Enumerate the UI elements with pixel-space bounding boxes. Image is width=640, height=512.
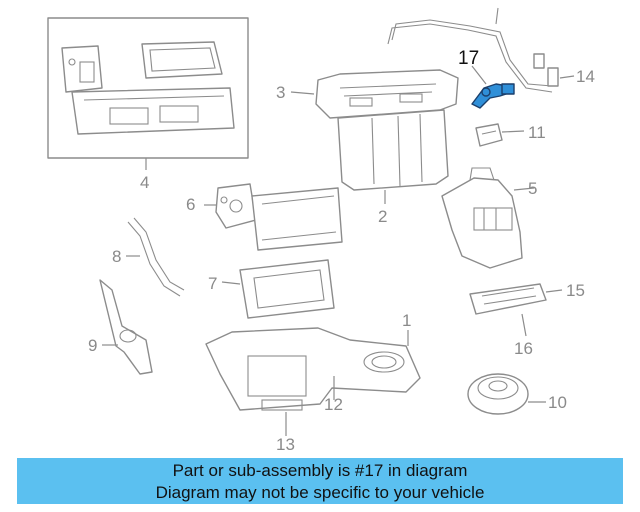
callout-12: 12 [324, 395, 343, 414]
part-12-lower-case [205, 327, 421, 411]
part-5-blower-housing [441, 167, 523, 269]
part-8-hose [127, 217, 185, 297]
part-15-filter-door [469, 283, 547, 315]
callout-16: 16 [514, 339, 533, 358]
callout-15: 15 [566, 281, 585, 300]
caption-line-2: Diagram may not be specific to your vehi… [155, 483, 485, 502]
parts-diagram: 1 2 3 4 5 6 7 8 9 10 11 12 13 14 15 16 1… [47, 7, 595, 454]
callout-14: 14 [576, 67, 595, 86]
part-7-heater-core [239, 259, 335, 319]
callout-11: 11 [528, 123, 546, 142]
part-11-connector [475, 123, 503, 147]
part-evaporator-core [251, 187, 343, 251]
callout-1: 1 [402, 311, 411, 330]
callout-2: 2 [378, 207, 387, 226]
part-3-heater-case-upper [315, 69, 459, 119]
part-14-wiring-harness [387, 7, 559, 93]
callout-7: 7 [208, 274, 217, 293]
callout-6: 6 [186, 195, 195, 214]
callout-13: 13 [276, 435, 295, 454]
part-10-blower-motor [467, 373, 529, 415]
part-6-expansion-valve [215, 183, 257, 229]
callout-labels: 1 2 3 4 5 6 7 8 9 10 11 12 13 14 15 16 1… [88, 48, 595, 454]
callout-17-highlighted: 17 [458, 48, 479, 69]
callout-4: 4 [140, 173, 149, 192]
caption-line-1: Part or sub-assembly is #17 in diagram [172, 461, 468, 480]
part-4-control-panel-group [47, 17, 249, 159]
part-2-evaporator-housing [337, 109, 449, 191]
callout-5: 5 [528, 179, 537, 198]
callout-9: 9 [88, 336, 97, 355]
part-17-sensor-highlighted [471, 65, 515, 109]
leader-lines [102, 75, 575, 436]
callout-8: 8 [112, 247, 121, 266]
caption-banner: Part or sub-assembly is #17 in diagram D… [17, 458, 623, 504]
callout-3: 3 [276, 83, 285, 102]
part-9-actuator [99, 279, 153, 375]
callout-10: 10 [548, 393, 567, 412]
